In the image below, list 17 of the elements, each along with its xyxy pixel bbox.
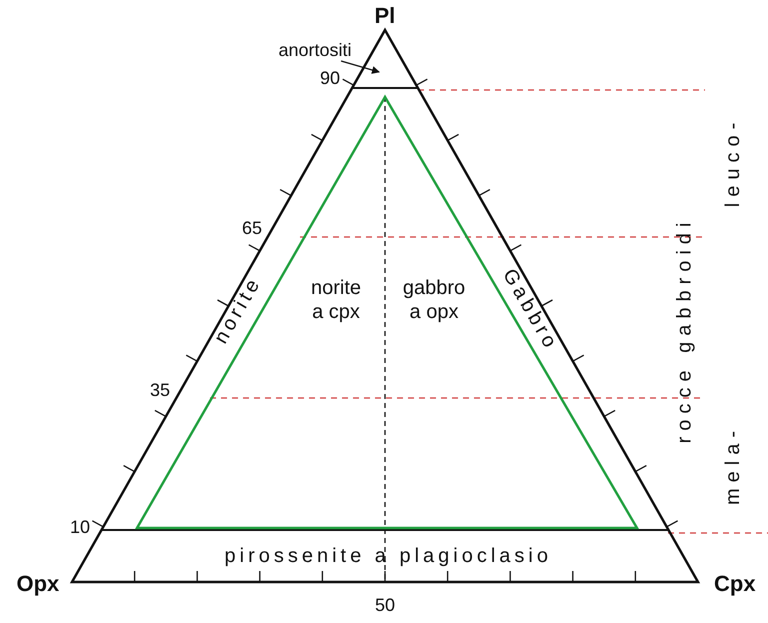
axis-value: 10 — [70, 518, 90, 536]
category-label: mela- — [723, 425, 743, 505]
category-label: rocce gabbroidi — [674, 216, 694, 444]
vertex-label: Opx — [16, 573, 60, 595]
axis-value: 65 — [242, 219, 262, 237]
axis-value: 50 — [375, 596, 396, 614]
axis-value: 90 — [320, 69, 340, 87]
axis-value: 35 — [150, 381, 170, 399]
field-name: norite a cpx — [310, 276, 362, 324]
anorthosite-field — [350, 28, 420, 89]
rock-name: anortositi — [278, 41, 352, 59]
vertex-label: Pl — [374, 5, 396, 27]
category-label: leuco- — [723, 116, 744, 208]
field-name: pirossenite a plagioclasio — [224, 546, 552, 566]
field-name: gabbro a opx — [402, 276, 466, 324]
vertex-label: Cpx — [714, 573, 756, 595]
leader-arrow — [340, 60, 380, 74]
